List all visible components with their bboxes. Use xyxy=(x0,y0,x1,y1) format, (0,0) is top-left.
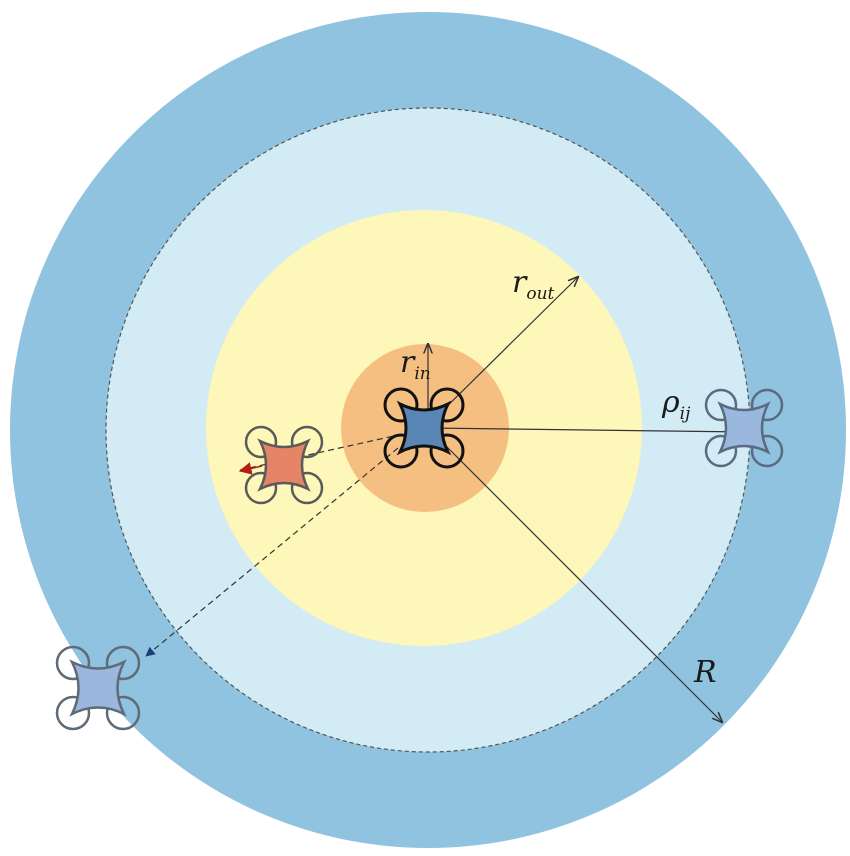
rho-ij-distance-line xyxy=(427,427,749,433)
R-radius-arrow xyxy=(427,427,722,722)
r-out-radius-arrow xyxy=(424,277,578,429)
r-out-label-sub: out xyxy=(526,284,554,304)
red-drone-velocity-arrow xyxy=(238,462,263,475)
r-in-label: rin xyxy=(400,345,431,384)
quadrotor-drone-icon xyxy=(244,425,324,505)
r-in-label-main: r xyxy=(400,345,416,380)
R-label: R xyxy=(693,655,717,690)
rho-ij-label-sub: ij xyxy=(680,404,691,424)
r-in-label-sub: in xyxy=(414,364,430,384)
quadrotor-drone-icon xyxy=(55,645,141,731)
quadrotor-drone-icon xyxy=(383,387,465,469)
quadrotor-drone-icon xyxy=(704,388,784,468)
r-out-label-main: r xyxy=(512,265,528,300)
dashed-link-to-blue-drone xyxy=(145,447,399,657)
rho-ij-label: ρij xyxy=(661,385,691,424)
rho-ij-label-main: ρ xyxy=(661,385,680,420)
r-out-label: rout xyxy=(512,265,555,304)
